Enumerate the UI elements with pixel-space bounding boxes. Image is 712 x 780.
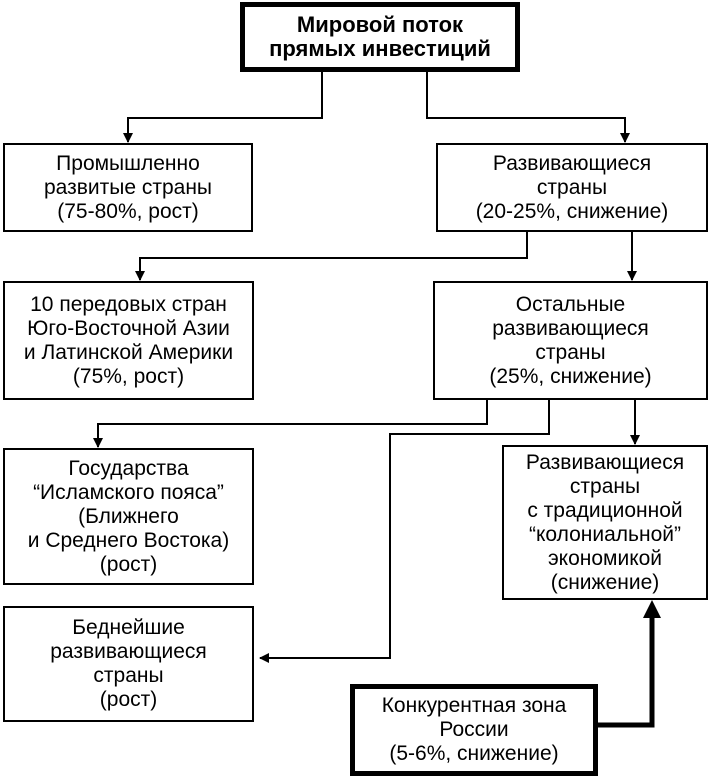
node-text-line: страны — [535, 340, 606, 364]
node-text-line: (рост) — [99, 552, 158, 576]
connector-developing-to-top10 — [135, 232, 528, 281]
node-text-line: (рост) — [99, 688, 158, 711]
node-text-line: Беднейшие — [72, 616, 185, 639]
node-text-line: страны — [536, 175, 608, 199]
node-text-line: Промышленно — [56, 151, 200, 175]
node-text-line: России — [439, 718, 509, 741]
node-text-line: Остальные — [515, 292, 626, 316]
node-text-line: “колониальной” — [528, 522, 681, 546]
node-text-line: (25%, снижение) — [489, 364, 652, 388]
connector-other-to-islamic — [93, 400, 488, 448]
node-text-line: (5-6%, снижение) — [389, 742, 559, 765]
node-text-line: с традиционной — [527, 498, 683, 522]
node-text-line: 10 передовых стран — [30, 292, 227, 316]
node-text-line: и Латинской Америки — [23, 340, 234, 364]
arrowhead-russia-to-colonial — [643, 600, 661, 618]
node-text-line: страны — [569, 474, 641, 498]
connector-world-to-developing — [426, 72, 630, 143]
node-text-line: (75%, рост) — [72, 364, 185, 388]
connector-russia-to-colonial — [597, 617, 655, 728]
node-text-line: Государства — [68, 456, 189, 480]
node-text-line: (Ближнего — [78, 504, 179, 528]
node-text-line: Конкурентная зона — [381, 694, 567, 717]
connector-other-to-poorest — [259, 400, 550, 663]
node-text-line: экономикой — [547, 546, 663, 570]
node-text-line: Юго-Восточной Азии — [27, 316, 230, 340]
connector-world-to-industrial — [123, 72, 323, 143]
node-text-line: Развивающиеся — [525, 450, 685, 474]
node-text-line: и Среднего Востока) — [27, 528, 230, 552]
node-text-line: развивающиеся — [492, 316, 649, 340]
node-text-line: (75-80%, рост) — [57, 199, 199, 223]
node-text-line: развитые страны — [43, 175, 213, 199]
node-text-line: страны — [93, 664, 164, 687]
node-text-line: (снижение) — [550, 570, 660, 594]
node-text-line: развивающиеся — [50, 640, 207, 663]
node-text-line: прямых инвестиций — [269, 36, 491, 61]
node-text-line: (20-25%, снижение) — [475, 199, 669, 223]
node-text-line: Развивающиеся — [492, 151, 652, 175]
node-text-line: “Исламского пояса” — [33, 480, 224, 504]
node-text-line: Мировой поток — [296, 12, 464, 37]
